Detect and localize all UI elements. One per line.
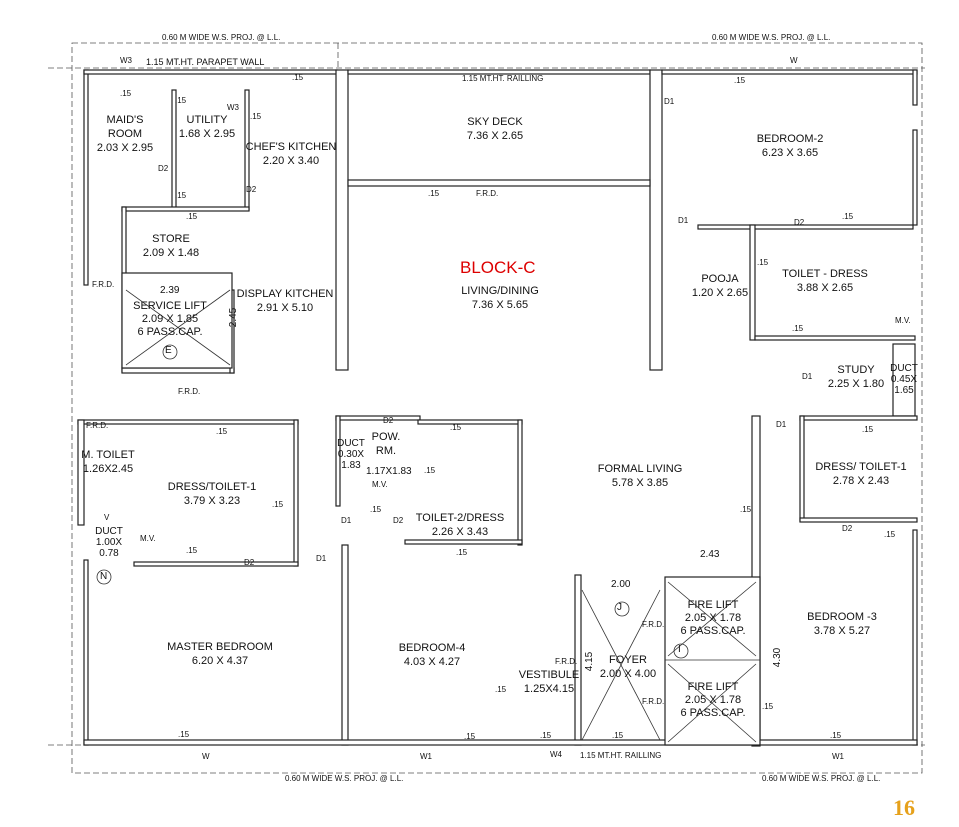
fire-lifts xyxy=(664,576,761,746)
tag-markers xyxy=(96,344,689,659)
walls xyxy=(77,69,918,747)
projection-lines xyxy=(48,42,925,774)
foyer-cross xyxy=(581,589,661,741)
